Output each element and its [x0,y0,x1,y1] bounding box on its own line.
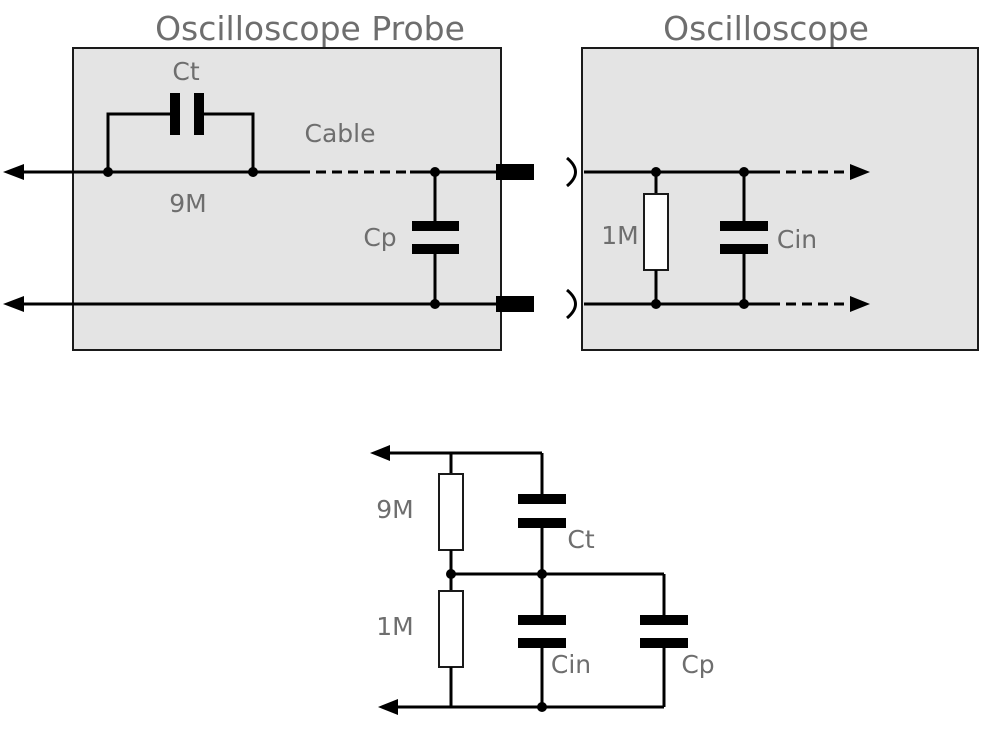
probe-section: Oscilloscope Probe Ct 9M Cable Cp [3,9,534,351]
ct-bottom-plate-bottom [518,518,566,528]
cp-label-bottom: Cp [681,650,714,679]
cin-capacitor-plate-top [720,221,768,231]
scope-ground-socket [566,288,577,320]
r1m-junction-bottom [651,299,661,309]
cp-capacitor-plate-bottom [412,244,459,254]
r9m-label-bottom: 9M [376,495,413,524]
cp-bottom-plate-bottom [640,638,688,648]
r9m-resistor [438,473,464,551]
ct-bottom-plate-top [518,494,566,504]
ct-junction-right [248,167,258,177]
cable-label: Cable [305,119,376,148]
cin-label-top: Cin [777,225,817,254]
cin-capacitor-plate-bottom [720,244,768,254]
cin-bottom-plate-top [518,615,566,625]
probe-signal-connector [496,164,534,180]
equiv-bottom-junction [537,702,547,712]
r1m-bottom-resistor [438,590,464,668]
ct-capacitor-plate-left [170,93,180,135]
equiv-bottom-arrow [378,699,398,715]
cp-label-top: Cp [363,223,396,252]
scope-ground-arrow [850,296,870,312]
ct-junction-left [103,167,113,177]
probe-signal-arrow [3,164,24,180]
scope-signal-socket [566,156,577,188]
ct-capacitor-plate-right [194,93,204,135]
probe-box [72,47,502,351]
r1m-label-bottom: 1M [376,612,413,641]
cp-bottom-plate-top [640,615,688,625]
ct-loop-wire-right [203,112,255,172]
equivalent-circuit: 9M Ct 1M Cin Cp [370,445,715,715]
equiv-top-arrow [370,445,390,461]
cin-junction-bottom [739,299,749,309]
r1m-resistor [643,193,669,271]
cp-capacitor-plate-top [412,221,459,231]
cin-label-bottom: Cin [551,650,591,679]
scope-signal-arrow [850,164,870,180]
ct-label-top: Ct [172,57,199,86]
probe-ground-arrow [3,296,24,312]
scope-title: Oscilloscope [663,9,869,48]
probe-ground-connector [496,296,534,312]
cin-bottom-plate-bottom [518,638,566,648]
r9m-label-top: 9M [169,189,206,218]
ct-loop-wire [106,112,171,172]
r1m-label-top: 1M [601,221,638,250]
probe-title: Oscilloscope Probe [155,9,465,48]
scope-section: Oscilloscope 1M Cin [566,9,979,351]
ct-label-bottom: Ct [567,525,594,554]
